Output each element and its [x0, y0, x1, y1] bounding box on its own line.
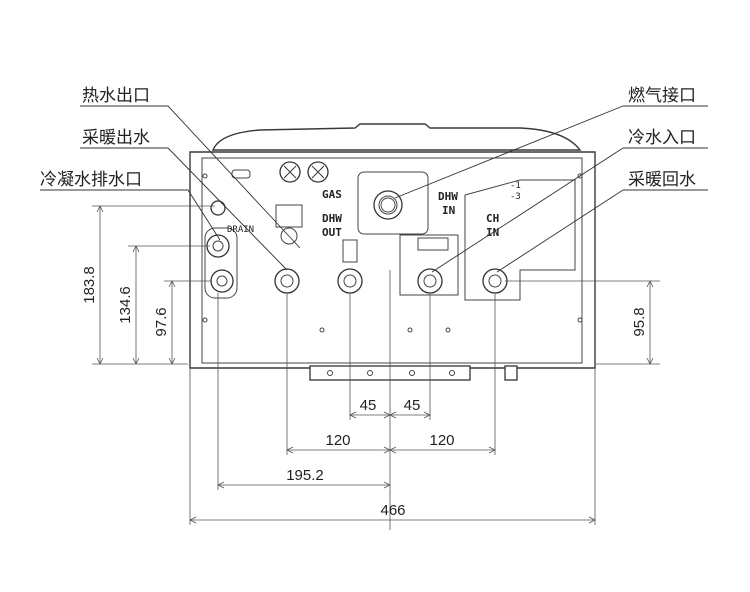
callout-labels: 热水出口 采暖出水 冷凝水排水口 燃气接口 冷水入口 采暖回水	[40, 86, 696, 190]
dim-45-left: 45	[360, 397, 377, 414]
dim-134-6: 134.6	[117, 286, 134, 324]
gas-port	[378, 195, 398, 215]
dimension-labels: 183.8 134.6 97.6 95.8 45 45 120 120 195.…	[81, 266, 648, 519]
svg-text:DHW: DHW	[322, 212, 342, 225]
callout-leaders	[40, 105, 708, 273]
callout-hot-water-out: 热水出口	[82, 86, 150, 106]
heating-out-port	[274, 268, 300, 294]
svg-text:IN: IN	[442, 204, 455, 217]
dhw-out-port	[337, 268, 363, 294]
callout-heating-out: 采暖出水	[82, 128, 150, 148]
dim-45-right: 45	[404, 397, 421, 414]
dim-95-8: 95.8	[631, 307, 648, 336]
dim-195-2: 195.2	[286, 467, 324, 484]
svg-text:GAS: GAS	[322, 188, 342, 201]
dim-97-6: 97.6	[153, 307, 170, 336]
dim-120-left: 120	[325, 432, 350, 449]
drain-port	[206, 234, 230, 258]
dim-183-8: 183.8	[81, 266, 98, 304]
boiler-body	[189, 123, 596, 381]
callout-gas-inlet: 燃气接口	[628, 86, 696, 106]
svg-text:DRAIN: DRAIN	[227, 225, 254, 235]
plate-labels: GAS DHW OUT DHW IN CH IN DRAIN -1 -3	[227, 181, 521, 239]
svg-text:OUT: OUT	[322, 226, 342, 239]
dim-120-right: 120	[429, 432, 454, 449]
callout-heating-return: 采暖回水	[628, 170, 696, 190]
svg-text:CH: CH	[486, 212, 499, 225]
dimension-lines	[92, 205, 660, 530]
dim-466: 466	[380, 502, 405, 519]
svg-text:DHW: DHW	[438, 190, 458, 203]
callout-cold-water-in: 冷水入口	[628, 128, 696, 148]
svg-text:-3: -3	[510, 192, 521, 202]
drain-outlet	[210, 269, 234, 293]
svg-text:-1: -1	[510, 181, 521, 191]
dhw-in-port	[417, 268, 443, 294]
callout-condensate-drain: 冷凝水排水口	[40, 170, 142, 190]
heating-return-port	[482, 268, 508, 294]
